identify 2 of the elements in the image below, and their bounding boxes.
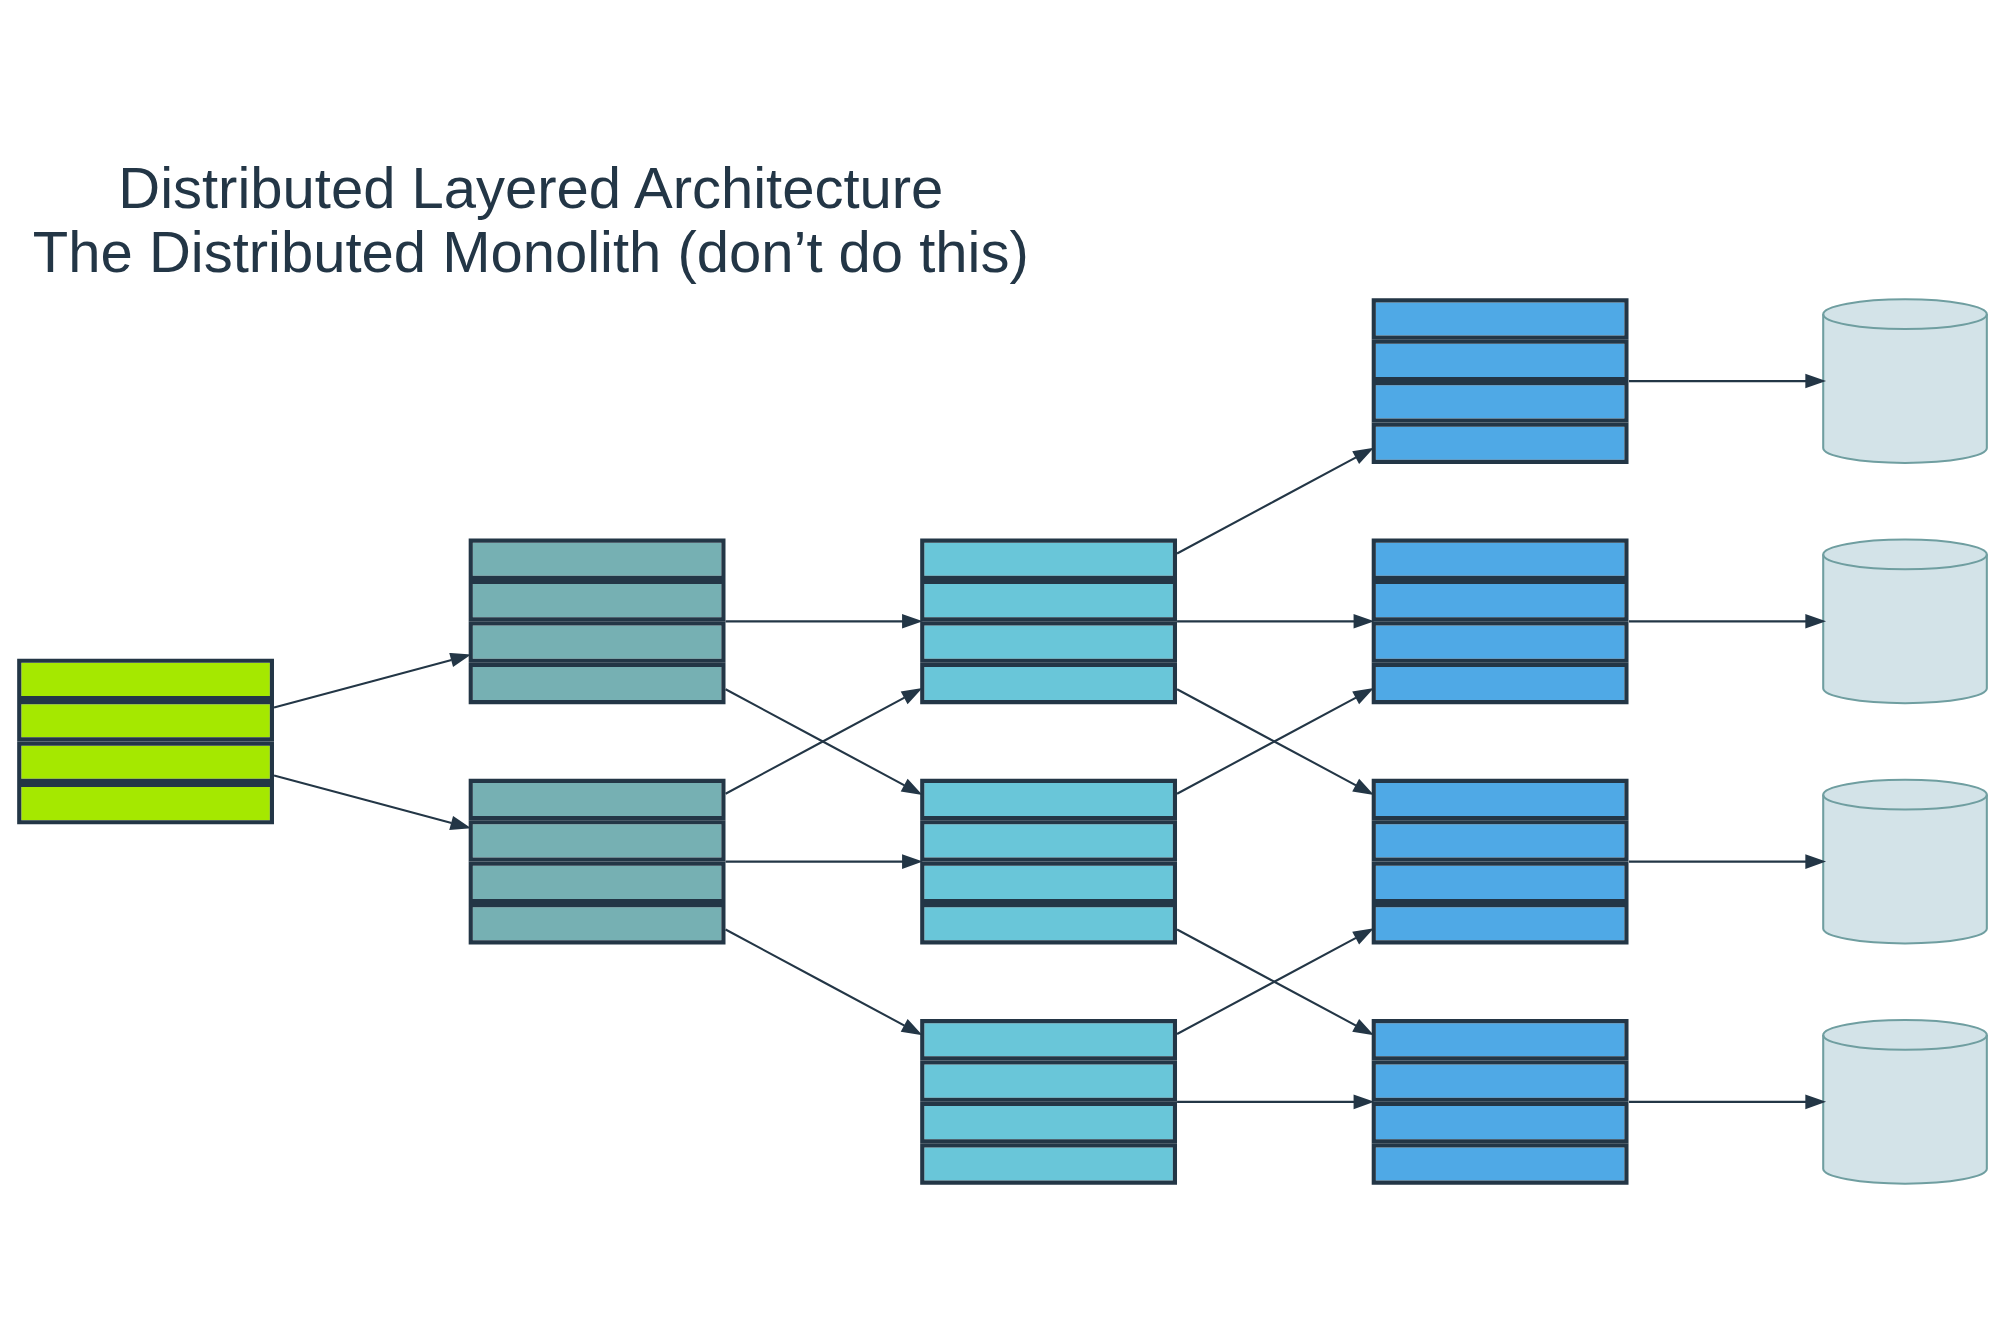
- caption: The Distributed Monolith (don’t do this): [32, 219, 1029, 284]
- diagram-title: Distributed Layered Architecture: [118, 155, 944, 220]
